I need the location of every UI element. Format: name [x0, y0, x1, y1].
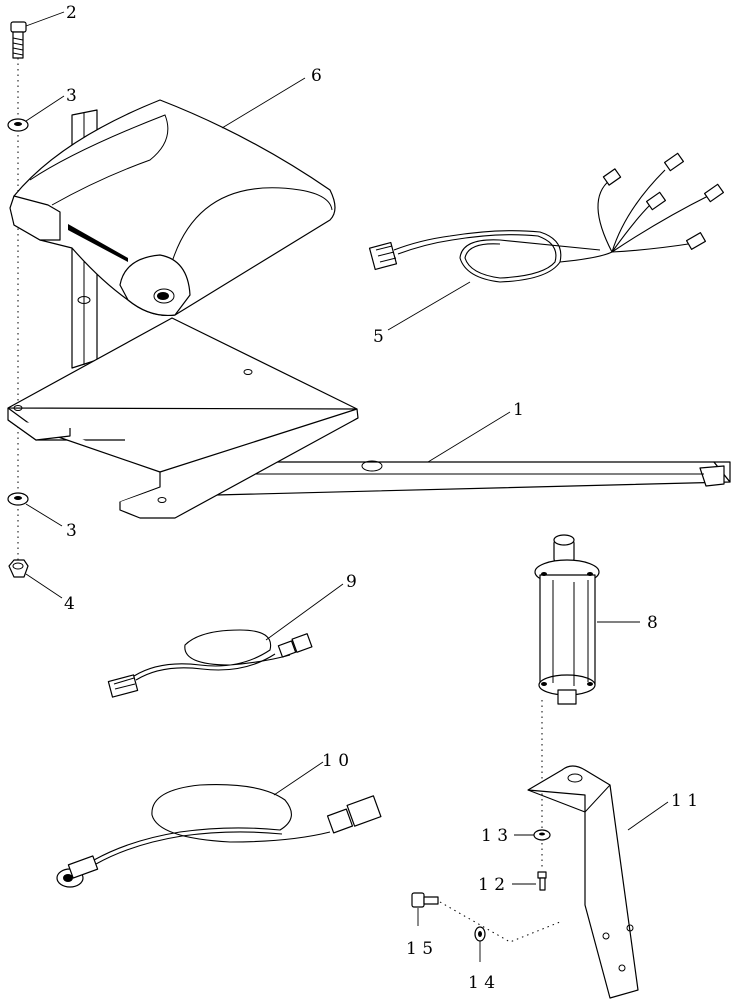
leader-3b — [25, 503, 63, 527]
sensor-harness — [56, 784, 382, 888]
small-screw-part — [537, 871, 547, 891]
washer-part-lower — [7, 492, 29, 506]
leader-5 — [387, 281, 471, 331]
support-bar — [199, 460, 731, 496]
lock-washer-part — [474, 926, 486, 942]
nut-part — [8, 559, 29, 578]
callout-11: 1 1 — [671, 791, 698, 811]
callout-8: 8 — [647, 613, 658, 633]
motor-part — [534, 534, 600, 705]
display-unit — [9, 99, 336, 317]
leader-6 — [221, 77, 306, 129]
callout-14: 1 4 — [468, 973, 495, 993]
callout-5: 5 — [373, 327, 384, 347]
leader-2 — [25, 11, 65, 27]
main-harness — [368, 152, 725, 283]
bolt-part — [10, 21, 27, 59]
assembly-axis-bolt — [439, 901, 561, 943]
callout-6: 6 — [311, 66, 322, 86]
callout-3-lower: 3 — [66, 521, 77, 541]
callout-3-upper: 3 — [66, 86, 77, 106]
callout-15: 1 5 — [406, 939, 433, 959]
washer-part-upper — [7, 118, 29, 132]
short-harness — [107, 629, 313, 698]
motor-bracket — [527, 765, 639, 999]
lower-bolt-part — [411, 892, 439, 908]
callout-1: 1 — [513, 400, 524, 420]
leader-10 — [273, 761, 324, 796]
leader-4 — [25, 573, 63, 599]
small-washer-part — [533, 829, 551, 841]
leader-3a — [25, 95, 65, 122]
callout-12: 1 2 — [478, 875, 505, 895]
callout-13: 1 3 — [481, 826, 508, 846]
callout-2: 2 — [66, 3, 77, 23]
callout-4: 4 — [64, 594, 75, 614]
callout-9: 9 — [346, 572, 357, 592]
mounting-plate — [7, 317, 359, 519]
leader-11 — [627, 801, 669, 831]
callout-10: 1 0 — [322, 751, 349, 771]
leader-9 — [265, 583, 344, 641]
leader-1 — [427, 411, 511, 463]
